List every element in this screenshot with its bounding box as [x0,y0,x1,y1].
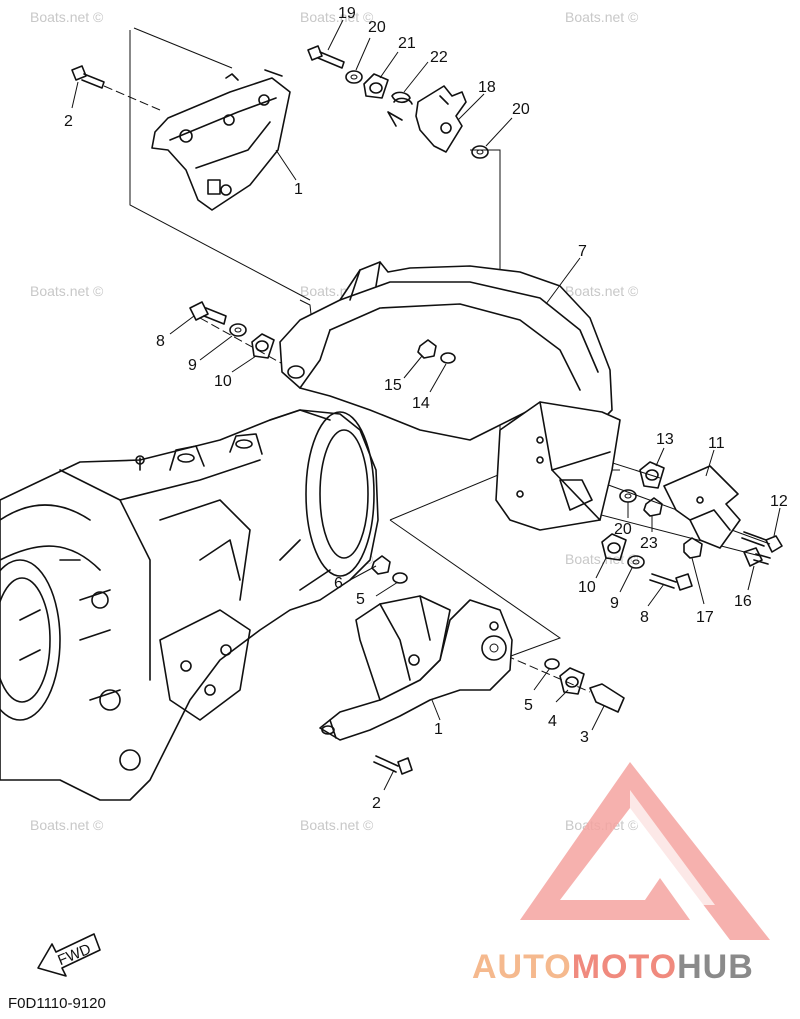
callout-18: 18 [478,79,496,96]
lower-bracket [319,595,513,741]
callout-11: 11 [708,435,725,452]
logo-part-moto: MOTO [572,948,677,986]
callout-2-top: 2 [64,113,73,130]
callouts: 19 20 21 22 18 20 2 1 7 8 9 10 15 14 13 … [64,5,788,812]
callout-23: 23 [640,535,658,552]
right-hardware [601,461,783,591]
automotohub-logo: AUTOMOTOHUB [472,762,770,986]
callout-1-bottom: 1 [434,721,443,738]
callout-5-bottom: 5 [524,697,533,714]
callout-20: 20 [368,19,386,36]
callout-4: 4 [548,713,557,730]
callout-8-right: 8 [640,609,649,626]
callout-9-right: 9 [610,595,619,612]
nut-washer-15-14 [417,339,456,364]
callout-13: 13 [656,431,674,448]
watermark: Boats.net © [565,9,639,25]
steering-arm [279,261,621,531]
logo-wordmark: AUTOMOTOHUB [472,948,754,986]
callout-16: 16 [734,593,752,610]
watermark: Boats.net © [565,551,639,567]
callout-10-right: 10 [578,579,596,596]
left-hardware [189,301,275,359]
diagram-code: F0D1110-9120 [8,995,106,1012]
fwd-arrow: FWD [37,933,101,977]
logo-part-hub: HUB [677,948,754,986]
logo-triangle-mark [520,762,770,940]
watermark: Boats.net © [300,9,374,25]
callout-10-left: 10 [214,373,232,390]
watermark: Boats.net © [30,283,104,299]
callout-22: 22 [430,49,448,66]
watermark: Boats.net © [30,817,104,833]
callout-5-top: 5 [356,591,365,608]
watermark: Boats.net © [565,283,639,299]
logo-triangle-highlight [630,790,715,905]
callout-20b: 20 [512,101,530,118]
jet-pump-assembly [0,409,379,801]
watermark: Boats.net © [30,9,104,25]
callout-17: 17 [696,609,714,626]
watermark: Boats.net © [300,817,374,833]
callout-15: 15 [384,377,402,394]
top-hardware [307,45,489,159]
callout-20c: 20 [614,521,632,538]
callout-12: 12 [770,493,788,510]
callout-9-left: 9 [188,357,197,374]
callout-19: 19 [338,5,356,22]
callout-1-top: 1 [294,181,303,198]
callout-3: 3 [580,729,589,746]
upper-bracket [151,69,291,211]
logo-part-auto: AUTO [472,948,572,986]
callout-2-bottom: 2 [372,795,381,812]
bolt-2-top [71,65,161,111]
callout-21: 21 [398,35,416,52]
callout-7: 7 [578,243,587,260]
callout-14: 14 [412,395,430,412]
callout-6: 6 [334,575,343,592]
fwd-label: FWD [55,941,93,970]
callout-8-left: 8 [156,333,165,350]
